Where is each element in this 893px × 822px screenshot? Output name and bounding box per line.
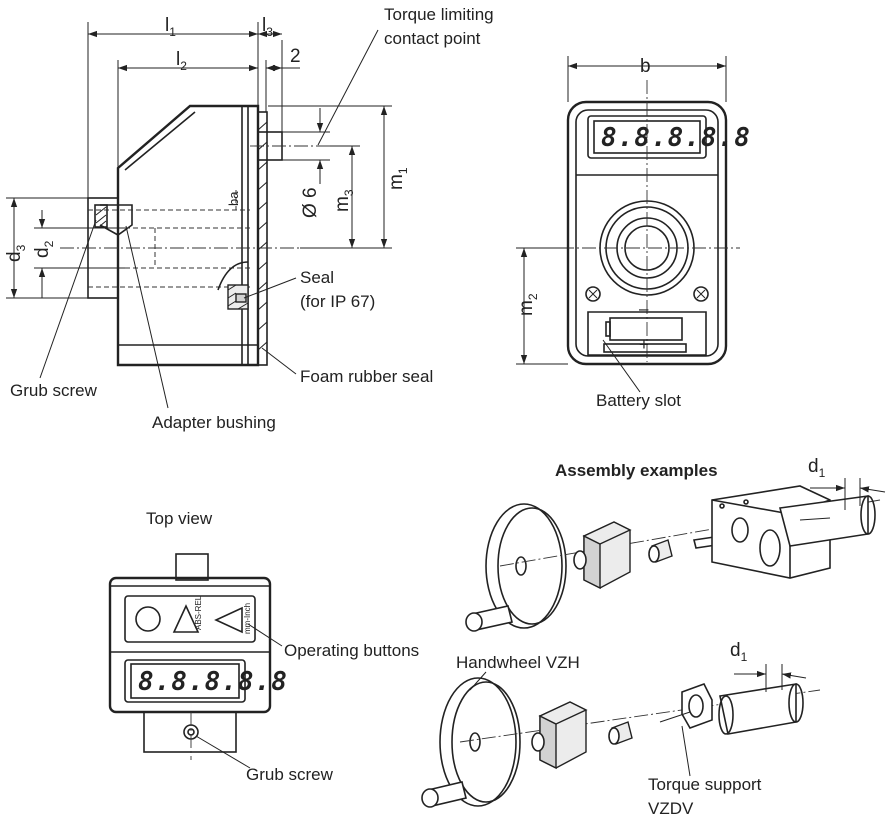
d1-top-dimension [810, 478, 886, 510]
side-dimensions [6, 22, 392, 299]
foam-hatch [257, 121, 268, 351]
assembly-example-1 [465, 485, 881, 632]
dim-m3: m3 [332, 189, 356, 212]
label-foam-rubber-seal: Foam rubber seal [300, 367, 433, 386]
dim-m1: m1 [386, 167, 410, 190]
label-operating-buttons: Operating buttons [284, 641, 419, 660]
assembly-examples-title: Assembly examples [555, 461, 718, 480]
label-battery-slot: Battery slot [596, 391, 681, 410]
label-top-view: Top view [146, 509, 213, 528]
button-abs-rel-text: ABS-REL [194, 595, 203, 630]
button-mm-inch-text: mm-Inch [243, 603, 252, 634]
dim-2: 2 [290, 46, 301, 67]
dim-m2: m2 [516, 293, 540, 316]
dim-phi6: Ø 6 [300, 187, 321, 218]
front-display-digits: 8.8.8.8.8 [601, 123, 751, 153]
front-dimensions [516, 56, 727, 365]
side-view: ba [60, 104, 330, 367]
dim-d3: d3 [4, 244, 28, 262]
dim-b: b [640, 56, 651, 77]
top-display-digits: 8.8.8.8.8 [138, 667, 288, 697]
svg-text:ba: ba [226, 191, 241, 206]
dim-l2: l2 [176, 49, 187, 73]
top-view: ABS-REL mm-Inch 8.8.8.8.8 [108, 553, 288, 760]
dim-d1-bottom: d1 [730, 640, 748, 664]
label-seal: Seal (for IP 67) [300, 268, 375, 311]
d1-bottom-dimension [734, 664, 807, 692]
label-torque-limiting: Torque limiting contact point [384, 5, 498, 48]
label-grub-screw-side: Grub screw [10, 381, 98, 400]
assembly-example-2 [421, 677, 821, 808]
dim-l1: l1 [165, 15, 176, 39]
label-grub-screw-top: Grub screw [246, 765, 334, 784]
dim-l3: l3 [262, 15, 273, 39]
battery-minus: – [639, 299, 649, 318]
dim-d2: d2 [32, 240, 56, 258]
label-torque-support: Torque support VZDV [648, 775, 766, 818]
dim-d1-top: d1 [808, 456, 826, 480]
front-view: 8.8.8.8.8 – + [560, 80, 751, 366]
label-adapter-bushing: Adapter bushing [152, 413, 276, 432]
label-handwheel: Handwheel VZH [456, 653, 580, 672]
